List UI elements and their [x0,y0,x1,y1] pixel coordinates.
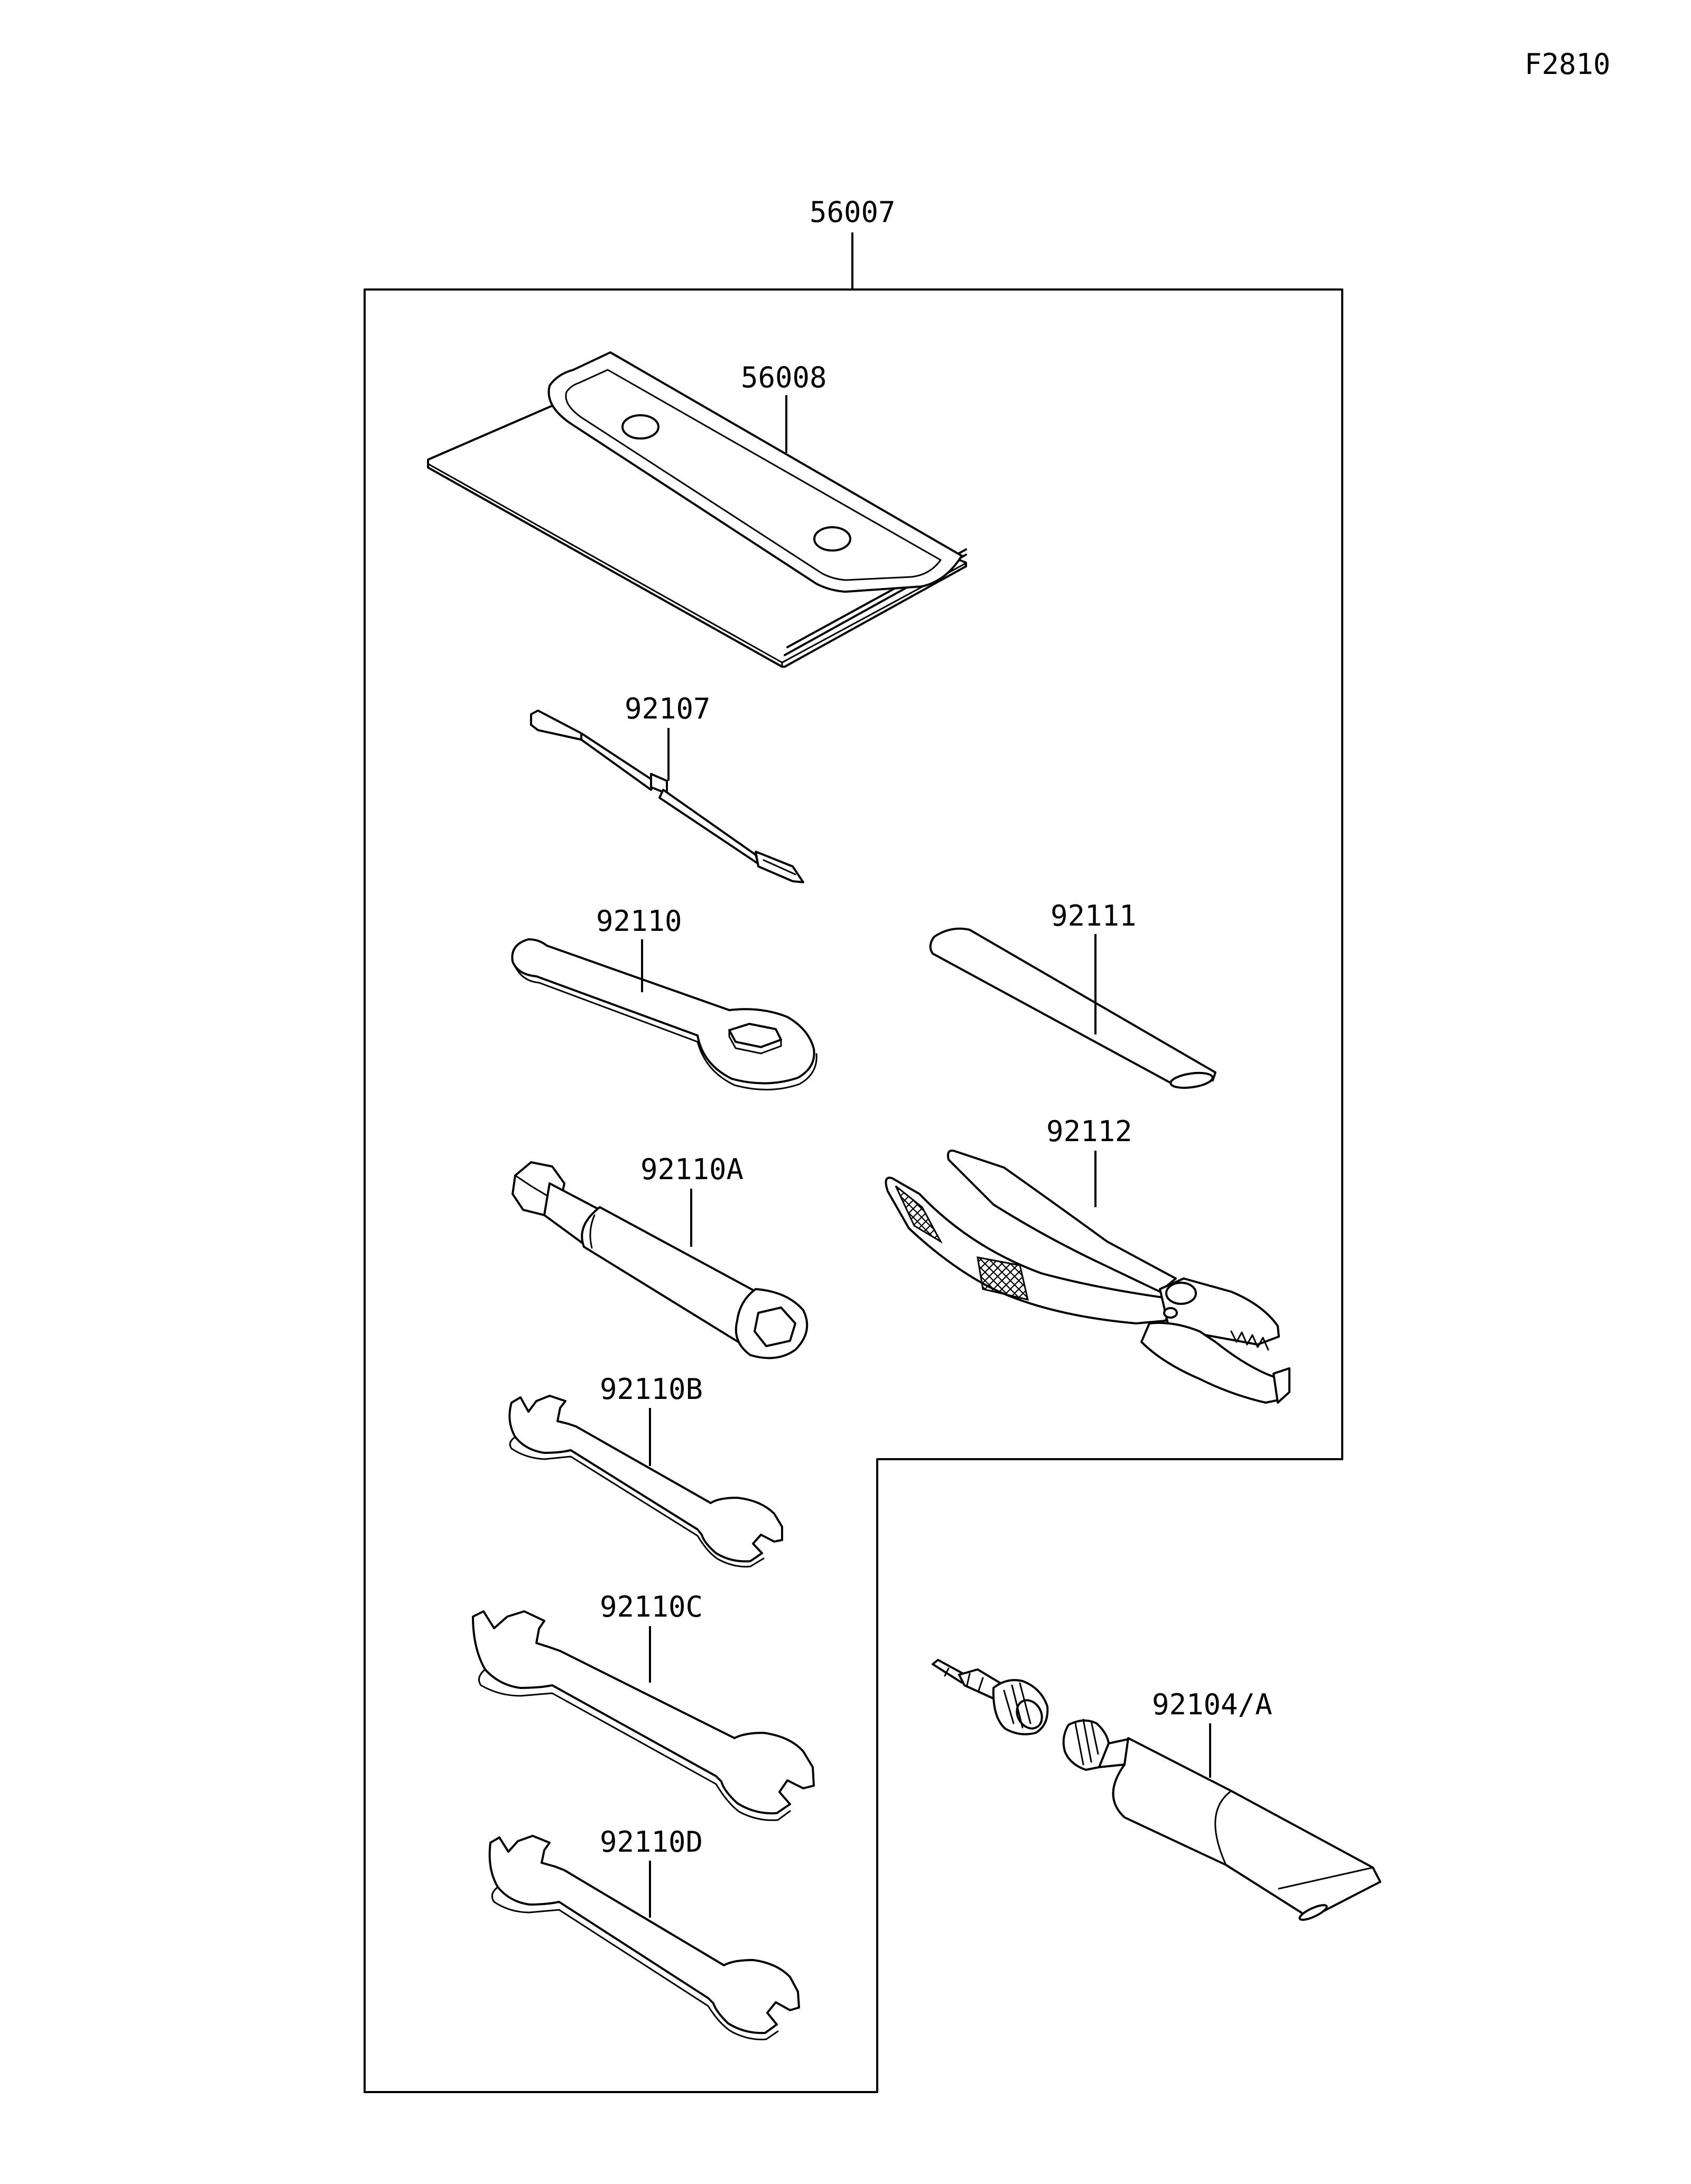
part-label-pliers: 92112 [1046,1115,1132,1148]
figure-code: F2810 [1525,48,1611,81]
part-label-grease-tube: 92104/A [1152,1688,1272,1721]
part-screwdriver[interactable]: 92107 [530,692,804,883]
part-grease-tube[interactable]: 92104/A [932,1659,1381,1922]
part-label-screwdriver: 92107 [625,692,711,725]
handle-bar-icon [929,927,1216,1089]
tool-case-icon [427,351,967,668]
part-wrench-d[interactable]: 92110D [488,1825,800,2040]
open-wrench-d-icon [488,1835,800,2040]
kit-frame [364,288,1343,2093]
part-case[interactable]: 56008 [427,351,967,668]
part-label-tool-kit: 56007 [810,195,896,229]
grease-tube-icon [932,1659,1381,1921]
screwdriver-icon [530,710,804,883]
pliers-icon [885,1149,1290,1404]
part-wrench-b[interactable]: 92110B [508,1373,783,1567]
part-label-box-wrench: 92110 [596,904,682,938]
open-wrench-c-icon [472,1610,815,1821]
part-label-plug-wrench: 92110A [640,1153,744,1186]
part-label-wrench-c: 92110C [600,1590,703,1623]
part-plug-wrench[interactable]: 92110A [512,1153,809,1359]
plug-wrench-icon [512,1161,809,1359]
part-label-wrench-b: 92110B [600,1373,703,1406]
open-wrench-b-icon [508,1395,783,1567]
part-label-case: 56008 [741,361,827,394]
part-box-wrench[interactable]: 92110 [511,904,817,1090]
part-tool-kit[interactable]: 56007 [810,195,896,290]
part-label-handle-bar: 92111 [1051,899,1137,932]
part-wrench-c[interactable]: 92110C [472,1590,815,1821]
part-label-wrench-d: 92110D [600,1825,703,1859]
part-pliers[interactable]: 92112 [885,1115,1290,1404]
part-handle-bar[interactable]: 92111 [929,899,1216,1090]
box-wrench-icon [511,938,817,1090]
